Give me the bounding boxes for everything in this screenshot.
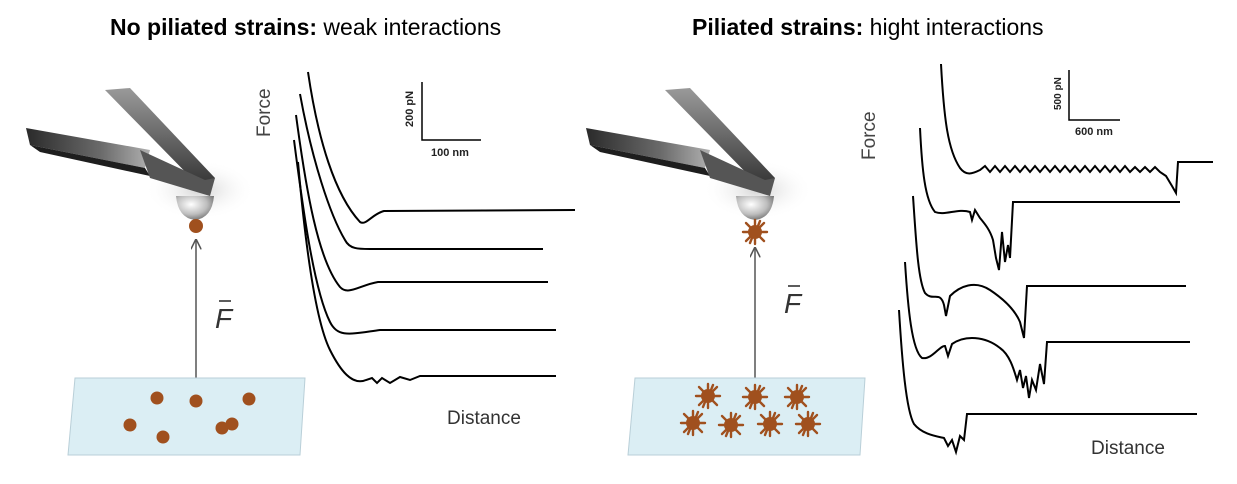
right-panel-title: Piliated strains: hight interactions [692,14,1044,41]
right-scale-bar: 500 pN 600 nm [1053,70,1120,138]
right-curve-5 [898,309,1197,456]
right-curve-3 [912,195,1186,339]
right-force-vector-label: F [784,288,803,319]
right-scale-x: 600 nm [1075,126,1113,138]
left-force-vector-label: F [215,303,234,334]
left-panel-title: No piliated strains: weak interactions [110,14,501,41]
left-curve-2 [299,93,543,251]
right-distance-label: Distance [1091,438,1165,459]
left-title-rest: weak interactions [317,14,502,40]
left-substrate-bacteria [123,391,256,444]
right-force-axis-label: Force [859,111,880,160]
right-curve-1 [940,63,1213,197]
right-curve-4 [904,261,1190,399]
left-scale-x: 100 nm [431,147,469,159]
right-curve-2 [919,127,1180,271]
left-curve-1 [307,71,576,224]
left-force-axis-label: Force [254,88,275,137]
left-title-bold: No piliated strains: [110,14,318,40]
right-title-bold: Piliated strains: [692,14,864,40]
right-scale-y: 500 pN [1053,77,1064,110]
right-title-rest: hight interactions [863,14,1044,40]
left-curve-3 [295,114,548,292]
left-scale-bar: 500 pN 200 pN 100 nm [404,82,481,159]
right-tip-bacterium [741,218,769,246]
left-tip-bacterium [189,219,203,233]
left-distance-label: Distance [447,408,521,429]
left-cantilever [26,88,255,220]
right-force-curves [898,63,1213,456]
right-cantilever [586,88,813,220]
left-scale-y: 200 pN [404,91,416,127]
left-force-curves [293,71,576,385]
left-curve-4 [293,139,556,335]
left-curve-5 [297,161,556,385]
left-substrate [67,377,306,456]
